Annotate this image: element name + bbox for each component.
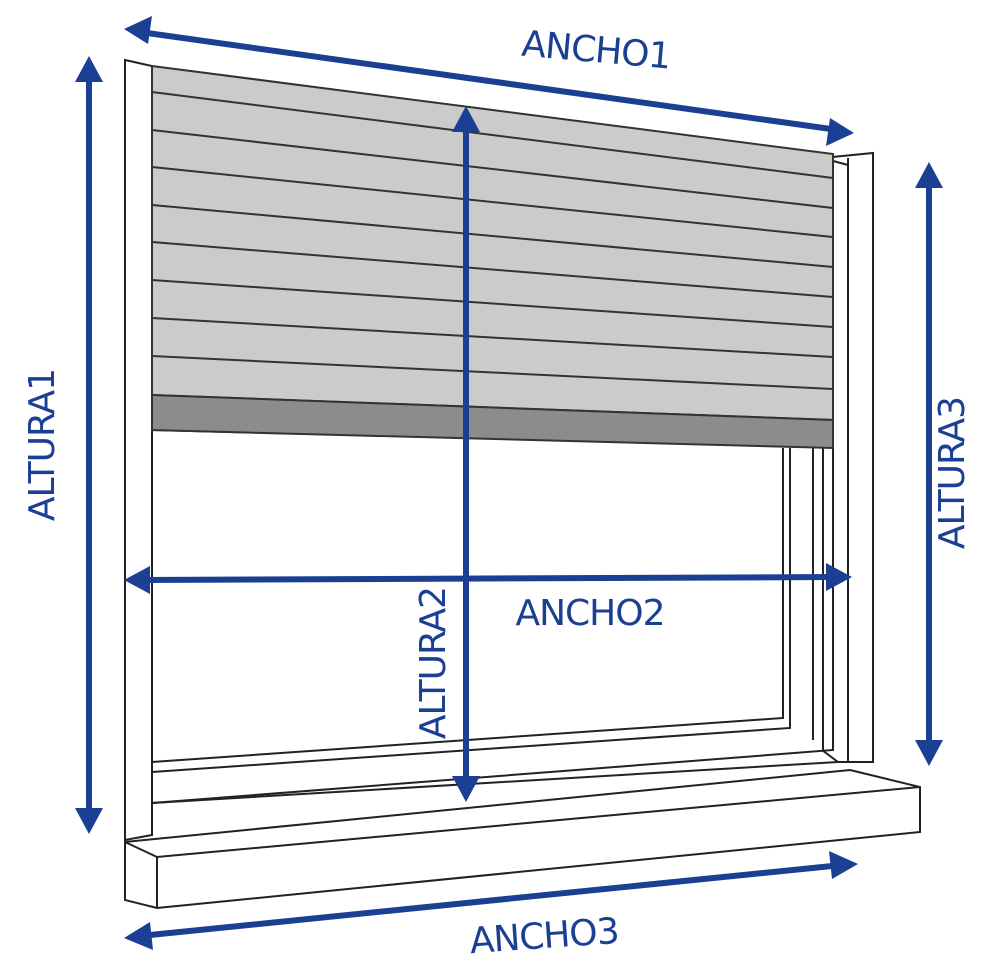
ancho2-dimension [124, 563, 852, 594]
ancho1-label: ANCHO1 [520, 24, 672, 78]
ancho3-label: ANCHO3 [468, 911, 620, 962]
altura2-dimension [452, 106, 480, 802]
ancho1-dimension [124, 16, 854, 146]
shutter-bottom-bar [151, 393, 834, 450]
ancho2-label: ANCHO2 [515, 593, 664, 634]
window-sill [124, 768, 921, 910]
altura3-dimension [915, 162, 943, 766]
left-jamb [124, 58, 153, 842]
roller-shutter [151, 64, 834, 450]
window-pane-frame [151, 428, 839, 805]
altura2-label: ALTURA2 [413, 587, 454, 739]
altura1-label: ALTURA1 [22, 369, 63, 521]
altura1-dimension [75, 56, 103, 834]
altura3-label: ALTURA3 [932, 397, 973, 549]
ancho3-dimension [124, 851, 858, 950]
